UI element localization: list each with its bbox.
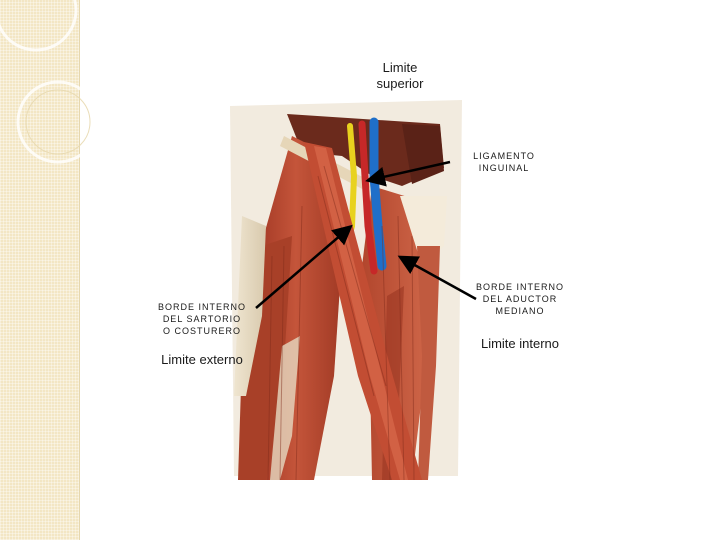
label-sartorius-border: BORDE INTERNO DEL SARTORIO O COSTURERO (157, 302, 246, 336)
thigh-anatomy-illustration (222, 96, 472, 480)
decorative-side-panel (0, 0, 80, 540)
arrow-adductor (397, 255, 477, 301)
arrow-sartorius (255, 224, 353, 309)
label-inguinal-ligament: LIGAMENTO INGUINAL (473, 151, 535, 173)
label-superior-limit: Limite superior (376, 60, 424, 91)
arrow-ligament (365, 160, 451, 187)
label-external-limit: Limite externo (161, 352, 243, 367)
label-adductor-border: BORDE INTERNO DEL ADUCTOR MEDIANO (475, 282, 564, 316)
label-internal-limit: Limite interno (480, 336, 560, 351)
decorative-circles (0, 0, 100, 164)
